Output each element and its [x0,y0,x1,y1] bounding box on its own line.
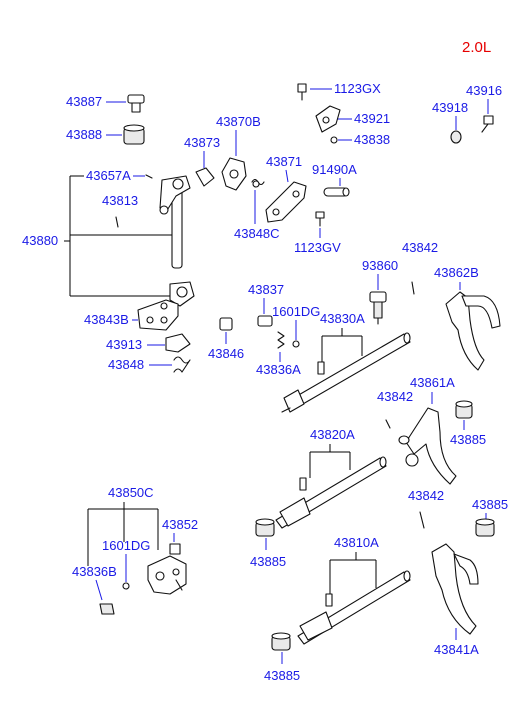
part-43885-bush-c [475,518,495,537]
label-93860[interactable]: 93860 [362,258,398,273]
part-43836B-bolt [99,603,115,615]
part-43888-bushing [123,124,145,145]
label-1601DG-bottom[interactable]: 1601DG [102,538,150,553]
label-43885-c[interactable]: 43885 [472,497,508,512]
part-43842-pin-a [411,281,415,295]
label-43810A[interactable]: 43810A [334,535,379,550]
part-43885-bush-a [455,400,473,419]
label-1123GV[interactable]: 1123GV [294,240,341,255]
label-43885-b[interactable]: 43885 [250,554,286,569]
engine-variant-label: 2.0L [462,39,491,56]
label-43846[interactable]: 43846 [208,346,244,361]
part-43810A-shift-rail [297,570,411,645]
label-43836A[interactable]: 43836A [256,362,301,377]
label-43830A[interactable]: 43830A [320,311,365,326]
label-43843B[interactable]: 43843B [84,312,129,327]
label-43813[interactable]: 43813 [102,193,138,208]
part-43848C-spring [251,178,265,188]
label-43885-a[interactable]: 43885 [450,432,486,447]
label-1601DG-top[interactable]: 1601DG [272,304,320,319]
part-43850C-housing [147,555,187,595]
part-1601DG-ball-top [292,340,300,348]
part-43820A-shift-rail [275,456,387,529]
label-43820A[interactable]: 43820A [310,427,355,442]
part-43916-bolt [481,115,494,133]
part-43657A-pin [145,174,153,179]
leader-43850C [87,502,159,566]
label-43913[interactable]: 43913 [106,337,142,352]
label-43836B[interactable]: 43836B [72,564,117,579]
part-1123GV-bolt [315,211,325,227]
part-43885-bush-d [271,632,291,651]
label-43842-a[interactable]: 43842 [402,240,438,255]
part-43880-shift-rod [159,175,195,307]
part-43918-washer [450,130,462,144]
label-43880[interactable]: 43880 [22,233,58,248]
label-43852[interactable]: 43852 [162,517,198,532]
part-1601DG-ball-bottom [122,582,130,590]
label-43862B[interactable]: 43862B [434,265,479,280]
part-43862B-shift-fork [445,291,501,371]
label-43657A[interactable]: 43657A [86,168,131,183]
part-43837-plug [257,315,273,327]
part-43846-bolt [219,317,233,331]
part-43873-clip [195,167,215,187]
leader-43810A [329,552,377,596]
label-43841A[interactable]: 43841A [434,642,479,657]
leader-43830A [321,328,363,362]
label-43842-c[interactable]: 43842 [408,488,444,503]
label-43861A[interactable]: 43861A [410,375,455,390]
part-43836A-spring [277,331,285,349]
part-91490A-pin [323,187,350,197]
part-1123GX-bolt [297,83,307,101]
leader-43880 [64,175,178,297]
part-43813-pin [115,216,119,228]
part-43870B-bracket [221,157,247,191]
label-43887[interactable]: 43887 [66,94,102,109]
label-91490A[interactable]: 91490A [312,162,357,177]
label-1123GX[interactable]: 1123GX [334,81,381,96]
label-43870B[interactable]: 43870B [216,114,261,129]
label-43921[interactable]: 43921 [354,111,390,126]
part-43848-spring [173,356,191,373]
part-43861A-shift-fork [398,407,457,485]
label-43842-b[interactable]: 43842 [377,389,413,404]
part-43921-bracket [315,105,341,133]
part-43838-nut [330,136,338,144]
part-43841A-shift-fork [431,543,479,635]
label-43888[interactable]: 43888 [66,127,102,142]
label-43873[interactable]: 43873 [184,135,220,150]
label-43885-d[interactable]: 43885 [264,668,300,683]
part-43842-pin-c [419,511,425,529]
part-43830A-shift-rail [281,332,411,413]
part-43843B-lever [137,299,179,331]
label-43918[interactable]: 43918 [432,100,468,115]
part-93860-sensor [369,291,387,325]
part-43871-plate [265,181,307,223]
part-43885-bush-b [255,518,275,537]
part-43852-plug [169,543,181,555]
part-43887-bolt [127,94,145,113]
label-43871[interactable]: 43871 [266,154,302,169]
label-43848C[interactable]: 43848C [234,226,280,241]
part-43842-pin-b [385,419,391,429]
label-43848[interactable]: 43848 [108,357,144,372]
leader-43820A [309,444,351,478]
label-43850C[interactable]: 43850C [108,485,154,500]
part-43913-plate [165,333,191,353]
label-43837[interactable]: 43837 [248,282,284,297]
label-43838[interactable]: 43838 [354,132,390,147]
label-43916[interactable]: 43916 [466,83,502,98]
